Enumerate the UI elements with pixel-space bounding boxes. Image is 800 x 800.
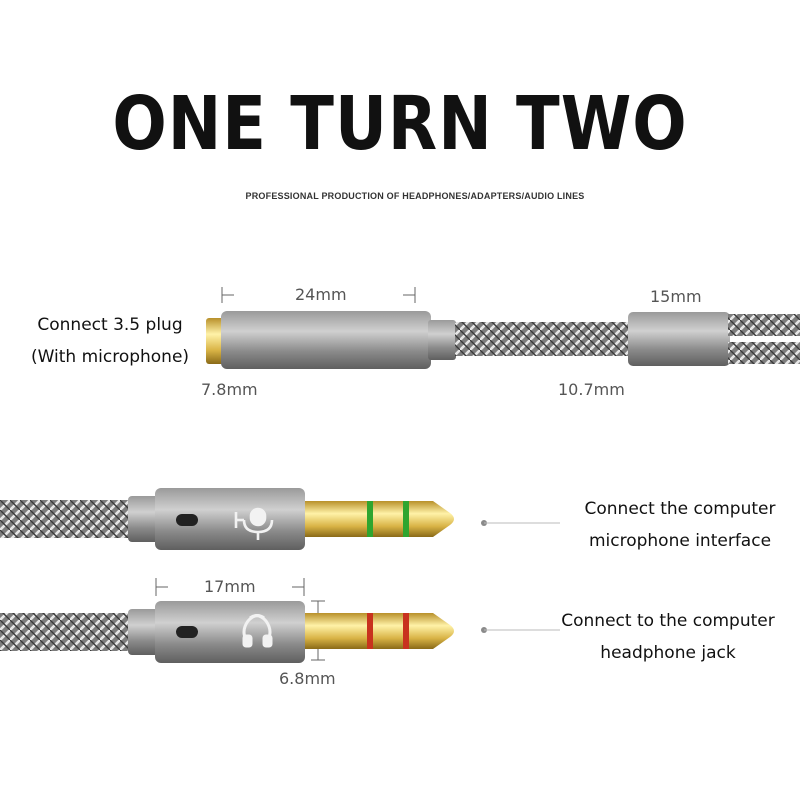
headphone-icon [242,614,273,648]
headphone-slot [176,626,198,638]
female-label-line2: (With microphone) [30,347,190,367]
headphone-pointer [481,627,560,633]
splitter-length-dimension: 15mm [650,287,702,306]
mic-plug-label: Connect the computer microphone interfac… [560,493,800,557]
headphone-pin-tip [433,613,454,649]
mic-plug [0,488,454,550]
headphone-plug-label: Connect to the computer headphone jack [548,605,788,669]
microphone-icon [234,507,274,540]
mic-ring-2 [403,501,409,537]
female-diameter-dimension: 7.8mm [201,380,258,399]
headphone-label-line2: headphone jack [600,643,736,663]
female-gold-rim [206,318,224,364]
female-connector [206,311,800,369]
headphone-braided-cable [0,613,135,651]
splitter-diameter-dimension: 10.7mm [558,380,625,399]
mic-pin-tip [433,501,454,537]
page-subtitle: PROFESSIONAL PRODUCTION OF HEADPHONES/AD… [245,191,585,201]
headphone-plug [0,601,454,663]
headphone-length-dimension: 17mm [204,577,256,596]
splitter-cable-bottom [728,342,800,364]
female-label-line1: Connect 3.5 plug [37,315,183,335]
female-connector-label: Connect 3.5 plug (With microphone) [10,309,210,373]
mic-pointer [481,520,560,526]
mic-label-line2: microphone interface [588,531,772,551]
female-braided-cable [455,322,633,356]
female-strain-relief [428,320,456,360]
mic-ring-1 [367,501,373,537]
female-length-dimension: 24mm [295,285,347,304]
headphone-label-line1: Connect to the computer [561,611,775,631]
dimension-lines-24mm [221,287,416,303]
splitter-cable-top [728,314,800,336]
female-metal-body [221,311,431,369]
headphone-diameter-dimension: 6.8mm [279,669,336,688]
headphone-ring-2 [403,613,409,649]
mic-label-line1: Connect the computer [584,499,776,519]
page-title: ONE TURN TWO [112,82,688,168]
splitter-body [628,312,730,366]
mic-braided-cable [0,500,135,538]
headphone-ring-1 [367,613,373,649]
mic-slot [176,514,198,526]
mic-plug-housing [155,488,305,550]
